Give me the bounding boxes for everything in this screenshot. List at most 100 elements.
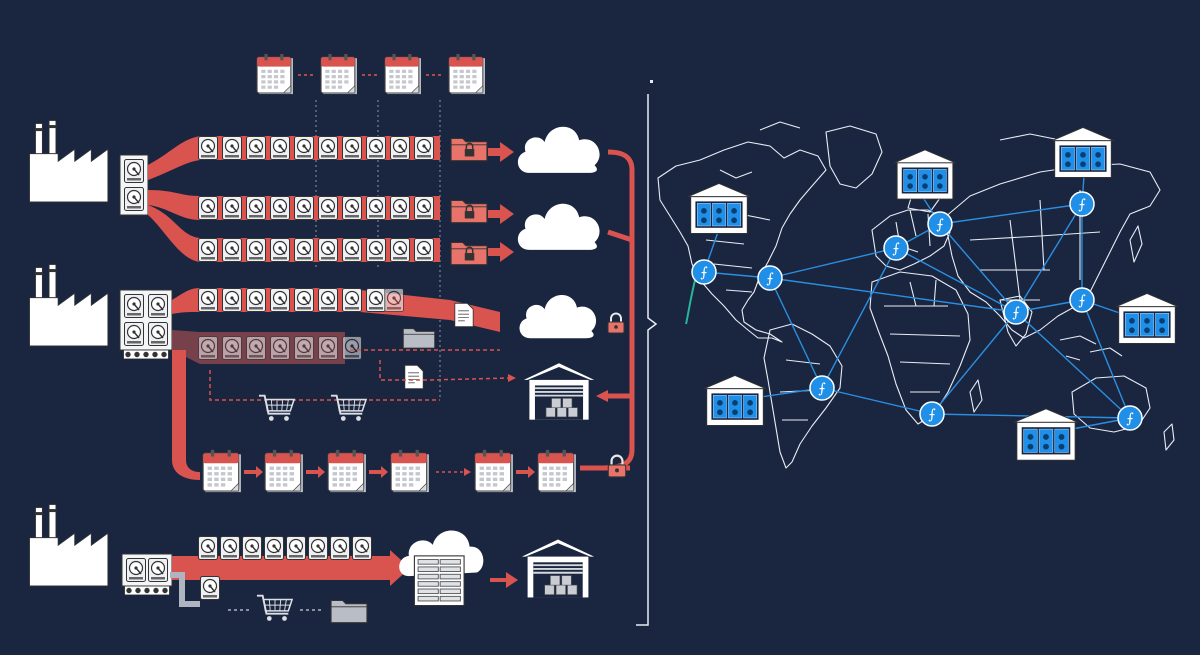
factory-icon <box>28 263 109 347</box>
hard-drive-icon <box>318 196 338 220</box>
hard-drive-icon <box>198 288 218 312</box>
hard-drive-icon <box>318 336 338 360</box>
hard-drive-icon <box>246 238 266 262</box>
calendar-icon <box>448 53 486 95</box>
svg-text:⨍: ⨍ <box>1012 305 1019 321</box>
hard-drive-icon <box>366 238 386 262</box>
factory-drive-bay <box>119 154 149 216</box>
svg-text:⨍: ⨍ <box>1126 411 1133 427</box>
calendar-icon <box>320 53 358 95</box>
cloud-icon <box>517 203 600 250</box>
calendar-icon <box>327 449 367 493</box>
hard-drive-icon <box>390 196 410 220</box>
factory-drive-bay <box>121 553 173 595</box>
filecoin-node-icon: ⨍ <box>1069 191 1095 217</box>
filecoin-node-icon: ⨍ <box>757 265 783 291</box>
hard-drive-icon <box>414 196 434 220</box>
hard-drive-icon <box>222 336 242 360</box>
hard-drive-icon <box>294 288 314 312</box>
folder-icon <box>402 328 436 349</box>
warehouse-icon <box>522 362 596 421</box>
filecoin-node-icon: ⨍ <box>809 375 835 401</box>
hard-drive-icon <box>318 136 338 160</box>
data-center-icon <box>703 374 767 426</box>
hard-drive-icon <box>286 536 306 560</box>
calendar-icon <box>384 53 422 95</box>
hard-drive-icon <box>294 196 314 220</box>
hard-drive-icon <box>246 288 266 312</box>
hard-drive-icon <box>198 536 218 560</box>
hard-drive-icon <box>270 136 290 160</box>
calendar-icon <box>537 449 577 493</box>
factory-icon <box>28 503 109 587</box>
hard-drive-icon <box>198 238 218 262</box>
factory-icon <box>28 119 109 203</box>
hard-drive-icon <box>198 336 218 360</box>
calendar-timeline <box>202 449 577 493</box>
world-map-panel: ⨍ ⨍ ⨍ ⨍ ⨍ ⨍ ⨍ ⨍ ⨍ ⨍ <box>657 121 1179 469</box>
server-cloud-icon <box>398 529 484 607</box>
hard-drive-icon <box>342 136 362 160</box>
hard-drive-icon <box>198 136 218 160</box>
svg-text:⨍: ⨍ <box>892 241 899 257</box>
hard-drive-icon <box>366 136 386 160</box>
locked-folder-icon <box>450 241 488 266</box>
bottom-secondary-path <box>170 572 324 611</box>
hard-drive-icon <box>198 196 218 220</box>
hard-drive-icon <box>330 536 350 560</box>
hard-drive-icon <box>318 288 338 312</box>
route-accent <box>685 275 697 325</box>
filecoin-node-icon: ⨍ <box>1069 287 1095 313</box>
hard-drive-icon <box>242 536 262 560</box>
calendar-icon <box>390 449 430 493</box>
svg-text:⨍: ⨍ <box>1078 197 1085 213</box>
hard-drive-icon <box>294 238 314 262</box>
hard-drive-icon <box>270 336 290 360</box>
cloud-icon <box>517 126 600 173</box>
filecoin-node-icon: ⨍ <box>1117 405 1143 431</box>
hard-drive-icon <box>366 288 386 312</box>
svg-text:⨍: ⨍ <box>818 381 825 397</box>
hard-drive-icon <box>264 536 284 560</box>
hard-drive-icon <box>294 136 314 160</box>
hard-drive-icon <box>246 136 266 160</box>
hard-drive-icon <box>390 136 410 160</box>
hard-drive-icon <box>342 196 362 220</box>
hard-drive-icon <box>414 136 434 160</box>
hard-drive-icon <box>342 336 362 360</box>
hard-drive-icon <box>342 288 362 312</box>
factory-drive-bay <box>119 289 173 359</box>
hard-drive-icon <box>270 238 290 262</box>
hard-drive-icon <box>220 536 240 560</box>
data-center-icon <box>893 149 957 200</box>
locked-folder-icon <box>450 199 488 224</box>
filecoin-node-icon: ⨍ <box>1003 299 1029 325</box>
hard-drive-icon <box>318 238 338 262</box>
filecoin-node-icon: ⨍ <box>919 401 945 427</box>
divider-brace <box>636 80 658 626</box>
shopping-cart-icon <box>256 594 294 622</box>
hard-drive-icon <box>270 288 290 312</box>
document-icon <box>454 302 474 328</box>
svg-text:⨍: ⨍ <box>936 217 943 233</box>
hard-drive-icon <box>308 536 328 560</box>
hard-drive-icon <box>222 288 242 312</box>
svg-text:⨍: ⨍ <box>700 265 707 281</box>
hard-drive-icon <box>414 238 434 262</box>
svg-text:⨍: ⨍ <box>1078 293 1085 309</box>
hard-drive-icon <box>352 536 372 560</box>
hard-drive-icon <box>222 196 242 220</box>
supply-chain-panel <box>28 53 635 624</box>
hard-drive-icon <box>222 238 242 262</box>
hard-drive-icon <box>384 288 404 312</box>
warehouse-icon <box>520 538 596 599</box>
filecoin-node-icon: ⨍ <box>927 211 953 237</box>
hard-drive-icon <box>342 238 362 262</box>
cloud-icon <box>519 294 597 339</box>
folder-icon <box>330 599 368 624</box>
network-nodes: ⨍ ⨍ ⨍ ⨍ ⨍ ⨍ ⨍ ⨍ ⨍ ⨍ <box>691 191 1143 431</box>
document-icon <box>404 364 424 390</box>
padlock-icon <box>607 454 627 478</box>
filecoin-node-icon: ⨍ <box>691 259 717 285</box>
